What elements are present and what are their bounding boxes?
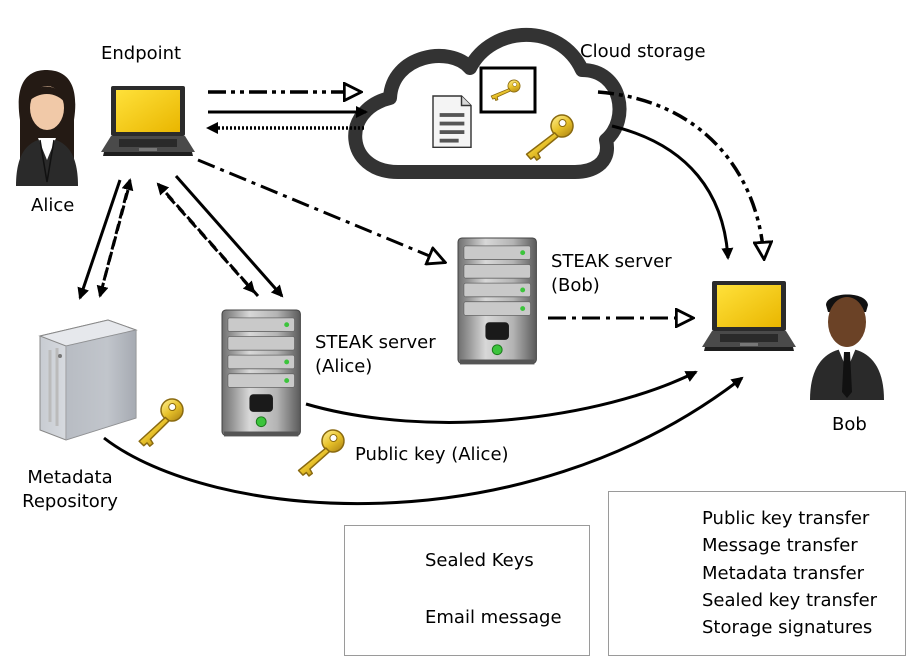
steak-bob-label-line1: STEAK server — [551, 251, 672, 272]
arrow-endpoint-steakalice-pubkey — [174, 175, 284, 298]
arrow-endpoint-steakbob-metadata — [197, 158, 444, 262]
legend-metadata-transfer-label: Metadata transfer — [702, 563, 865, 584]
legend-storage-signatures-label: Storage signatures — [702, 617, 873, 638]
arrow-cloud-bob-pubkey — [611, 124, 734, 260]
arrow-legend — [608, 491, 906, 656]
legend-sealed-key-transfer-label: Sealed key transfer — [702, 590, 878, 611]
legend-message-transfer-label: Message transfer — [702, 535, 858, 556]
legend-public-key-transfer-label: Public key transfer — [702, 508, 870, 529]
steak-alice-label-line1: STEAK server — [315, 332, 436, 353]
steak-server-alice-icon — [221, 309, 301, 437]
arrow-endpoint-steakalice-signatures — [156, 182, 260, 297]
cloud-storage-label: Cloud storage — [580, 41, 706, 62]
alice-label: Alice — [31, 195, 75, 216]
arrows — [77, 90, 764, 506]
arrow-cloud-bob-message — [597, 90, 764, 258]
arrow-metadata-bob-pubkey — [103, 376, 744, 506]
icon-legend — [344, 525, 590, 656]
endpoint-label: Endpoint — [101, 43, 182, 64]
endpoint-laptop-icon — [101, 86, 195, 156]
bob-laptop-icon — [702, 281, 796, 351]
cloud-storage-icon — [348, 27, 627, 179]
public-key-icon — [297, 425, 347, 481]
metadata-key-icon — [138, 395, 185, 450]
metadata-label-line1: Metadata — [27, 467, 113, 488]
alice-avatar — [16, 70, 78, 186]
arrow-steakalice-bob-pubkey — [305, 370, 698, 424]
bob-label: Bob — [832, 414, 867, 435]
bob-avatar — [810, 294, 884, 400]
metadata-label-line2: Repository — [22, 491, 118, 512]
steak-bob-label-line2: (Bob) — [551, 275, 600, 296]
legend-email-message-label: Email message — [425, 607, 562, 628]
arrow-endpoint-metadata-pubkey — [77, 179, 122, 300]
metadata-repository-icon — [38, 319, 138, 441]
steak-server-bob-icon — [457, 237, 537, 365]
steak-alice-label-line2: (Alice) — [315, 356, 373, 377]
public-key-alice-label: Public key (Alice) — [355, 444, 509, 465]
legend-sealed-keys-label: Sealed Keys — [425, 550, 534, 571]
